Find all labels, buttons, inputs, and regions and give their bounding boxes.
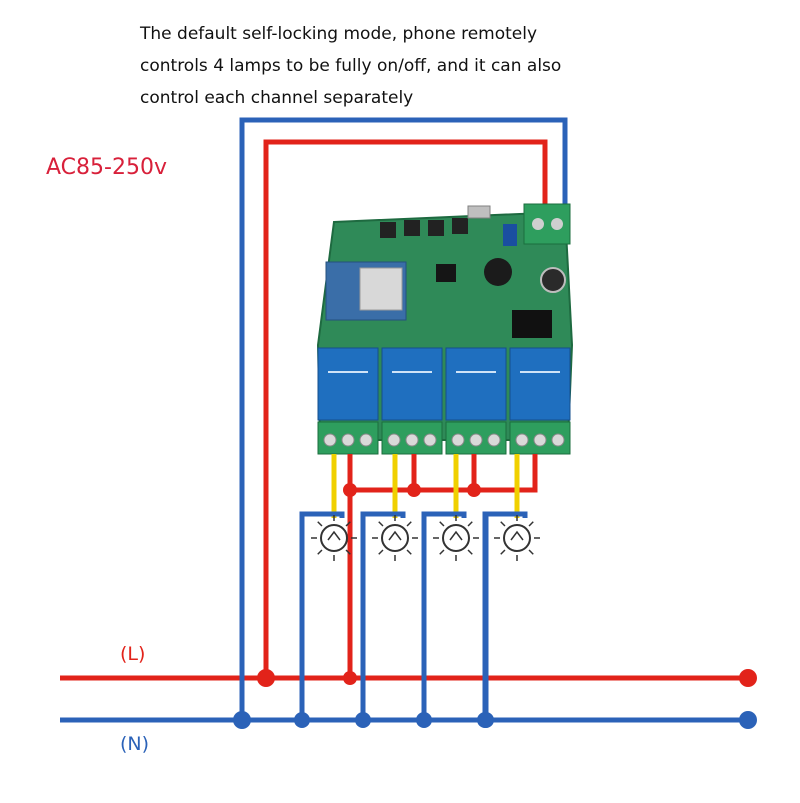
lamp-ray-4-4: [500, 549, 506, 555]
board-button-4: [452, 218, 468, 234]
terminal-screw-2-1: [387, 433, 401, 447]
neutral-supply-wire: [239, 117, 568, 720]
terminal-screw-2-3: [423, 433, 437, 447]
lamp-ray-3-4: [439, 549, 445, 555]
usb-port: [467, 205, 491, 219]
terminal-screw-4-2: [533, 433, 547, 447]
lamp-filament-3: [449, 530, 463, 541]
lamp-neutral-wire-1: [299, 511, 345, 720]
wifi-shield: [359, 267, 403, 311]
lamp-ray-2-6: [378, 521, 384, 527]
relay-4: [509, 347, 571, 421]
lamp-ray-1-2: [345, 549, 351, 555]
lamp-filament-4: [510, 530, 524, 541]
lamp-ray-1-8: [345, 521, 351, 527]
caption-line-3: control each channel separately: [140, 88, 414, 108]
power-terminal-screw-2: [551, 218, 563, 230]
voltage-label: AC85-250v: [46, 155, 167, 180]
live-supply-junction: [257, 669, 275, 687]
relay-1: [317, 347, 379, 421]
lightbulb-icon: [433, 515, 479, 561]
neutral-junction-1: [294, 712, 310, 728]
inductor: [484, 258, 512, 286]
mains-lines: [60, 669, 757, 729]
neutral-junction-3: [416, 712, 432, 728]
lightbulb-icon: [494, 515, 540, 561]
power-terminal: [523, 203, 571, 245]
board-button-1: [380, 222, 396, 238]
relay-2: [381, 347, 443, 421]
lamp-neutral-wire-2: [360, 511, 406, 720]
lamp-neutral-wire-3: [421, 511, 467, 720]
chip-1: [436, 264, 456, 282]
live-bus-main-junction: [343, 671, 357, 685]
neutral-line-label: (N): [120, 733, 150, 755]
neutral-junction-2: [355, 712, 371, 728]
terminal-screw-1-1: [323, 433, 337, 447]
lamp-ray-4-8: [528, 521, 534, 527]
lamp-ray-3-6: [439, 521, 445, 527]
neutral-end-dot: [739, 711, 757, 729]
lamp-bulb-3: [442, 524, 470, 552]
lamp-bulb-4: [503, 524, 531, 552]
transformer: [512, 310, 552, 338]
lamp-ray-2-2: [406, 549, 412, 555]
terminal-screw-3-2: [469, 433, 483, 447]
lamp-filament-2: [388, 530, 402, 541]
lamp-ray-2-4: [378, 549, 384, 555]
chip-2: [503, 224, 517, 246]
board-supply-wires: [233, 117, 568, 729]
terminal-screw-3-1: [451, 433, 465, 447]
caption-line-1: The default self-locking mode, phone rem…: [140, 24, 538, 44]
live-end-dot: [739, 669, 757, 687]
lamp-ray-4-6: [500, 521, 506, 527]
neutral-junction-5: [478, 712, 494, 728]
channel-wiring: [294, 454, 540, 728]
relay-3: [445, 347, 507, 421]
terminal-screw-1-3: [359, 433, 373, 447]
live-supply-wire: [263, 139, 548, 678]
board-button-2: [404, 220, 420, 236]
lamp-ray-3-8: [467, 521, 473, 527]
lamp-filament-1: [327, 530, 341, 541]
lamp-ray-4-2: [528, 549, 534, 555]
caption: The default self-locking mode, phone rem…: [140, 18, 700, 114]
lightbulb-icon: [372, 515, 418, 561]
lamp-ray-1-4: [317, 549, 323, 555]
board-button-3: [428, 220, 444, 236]
relay-group: [317, 347, 571, 455]
terminal-screw-4-3: [551, 433, 565, 447]
caption-line-2: controls 4 lamps to be fully on/off, and…: [140, 56, 562, 76]
lamp-ray-1-6: [317, 521, 323, 527]
lamp-bulb-1: [320, 524, 348, 552]
live-common-bus: [347, 454, 538, 678]
terminal-screw-4-1: [515, 433, 529, 447]
live-line-label: (L): [120, 643, 146, 665]
terminal-screw-1-2: [341, 433, 355, 447]
lamp-ray-2-8: [406, 521, 412, 527]
lamp-ray-3-2: [467, 549, 473, 555]
neutral-supply-junction: [233, 711, 251, 729]
terminal-screw-2-2: [405, 433, 419, 447]
lamp-bulb-2: [381, 524, 409, 552]
capacitor: [540, 267, 566, 293]
live-bus-junction-3: [467, 483, 481, 497]
terminal-screw-3-3: [487, 433, 501, 447]
power-terminal-screw-1: [532, 218, 544, 230]
live-bus-junction-2: [407, 483, 421, 497]
live-bus-junction-1: [343, 483, 357, 497]
lightbulb-icon: [311, 515, 357, 561]
